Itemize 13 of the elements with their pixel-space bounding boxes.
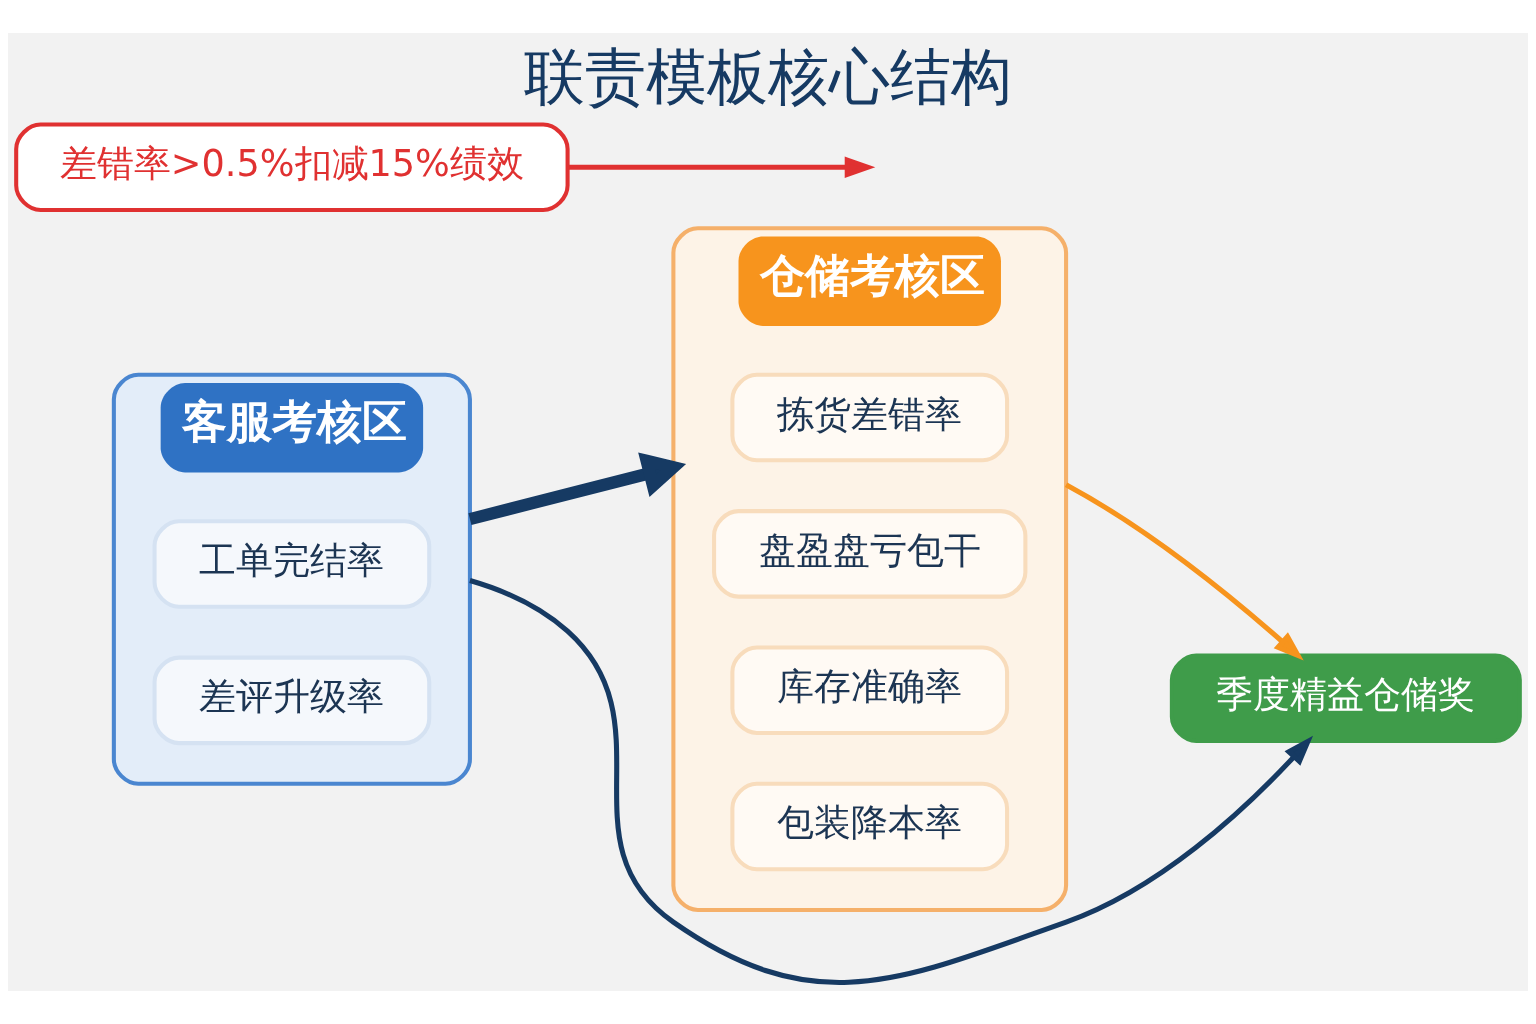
node-box: 库存准确率: [730, 645, 1010, 735]
node-box: 包装降本率: [730, 781, 1010, 872]
arrow: [1064, 482, 1304, 661]
arrow: [469, 578, 1314, 985]
diagram-title: 联责模板核心结构: [524, 41, 1012, 113]
node-box: 盘盈盘亏包干: [712, 509, 1028, 599]
arrow: [468, 452, 687, 526]
node-box: 差评升级率: [152, 655, 432, 746]
arrow: [568, 156, 876, 178]
node-box: 拣货差错率: [730, 372, 1010, 463]
node-box: 季度精益仓储奖: [1169, 653, 1522, 744]
node-box: 工单完结率: [152, 519, 432, 609]
node-box: 差错率>0.5%扣减15%绩效: [14, 122, 570, 213]
